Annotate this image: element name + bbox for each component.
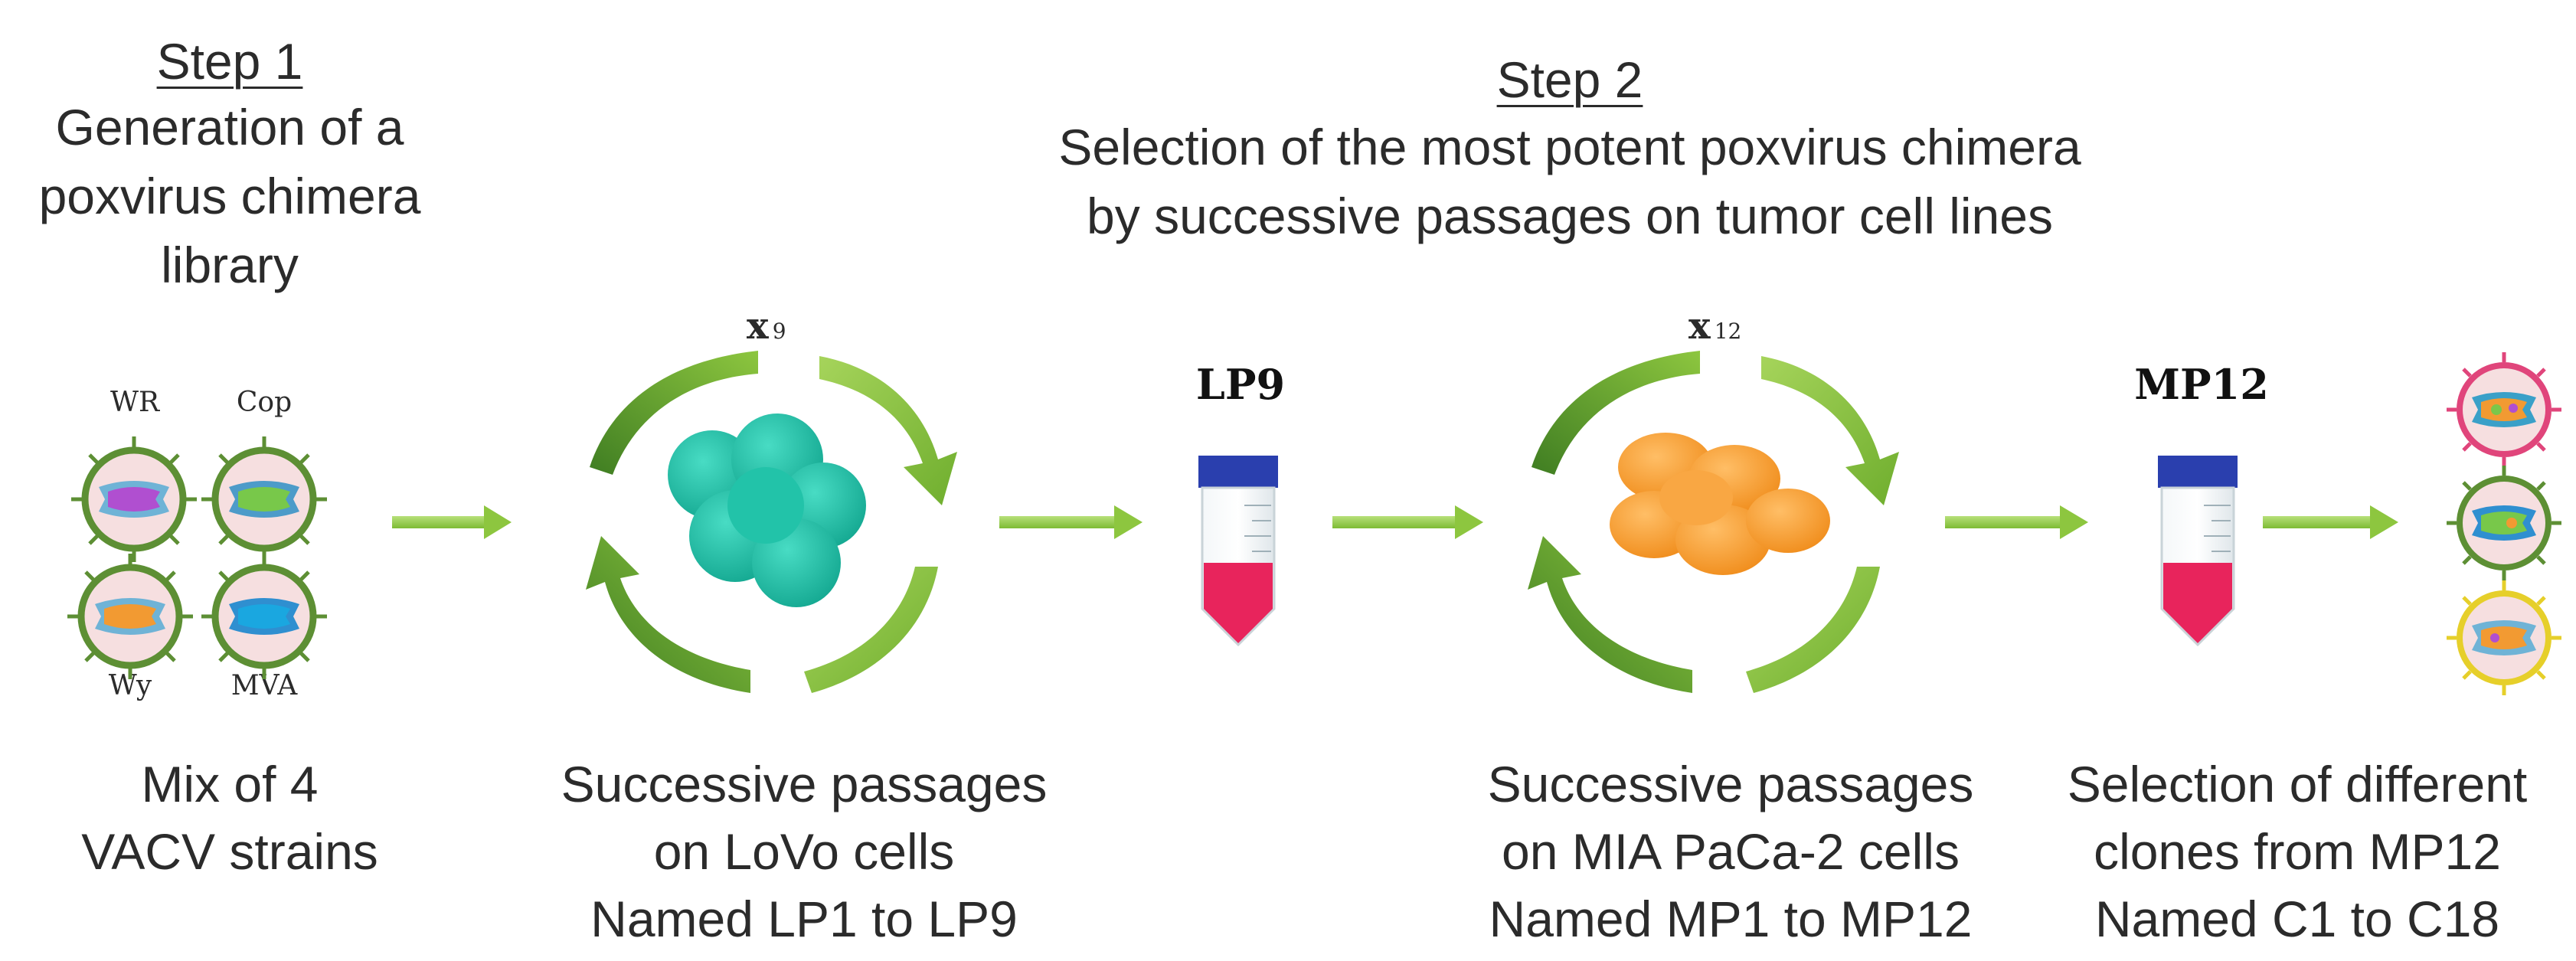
cycle2-x-label: x 12 — [1688, 305, 1811, 348]
arrow-to-mp12 — [1945, 505, 2088, 539]
mp12-tube-icon — [2158, 456, 2238, 647]
cycle2-x-symbol: x — [1688, 305, 1711, 348]
clone-particle-green-icon — [2447, 466, 2561, 580]
cycle1-count: 9 — [772, 319, 786, 344]
virus-wy-icon — [67, 554, 193, 679]
step1-title-line2: poxvirus chimera — [38, 168, 421, 224]
virus-mva-icon — [201, 554, 327, 679]
arrow-to-cycle1 — [392, 505, 512, 539]
mix-caption-line1: Mix of 4 — [141, 756, 319, 812]
cycle1-caption-line3: Named LP1 to LP9 — [590, 891, 1018, 947]
cycle1-caption-line1: Successive passages — [561, 756, 1048, 812]
lovo-cell-cluster-icon — [668, 413, 866, 607]
step2-heading: Step 2 — [1496, 51, 1643, 108]
clone-particle-yellow-icon — [2447, 580, 2561, 695]
arrow-to-lp9 — [999, 505, 1143, 539]
cycle1-x-symbol: x — [747, 305, 769, 348]
cycle2-caption-line3: Named MP1 to MP12 — [1489, 891, 1973, 947]
clone-particle-pink-icon — [2447, 352, 2561, 467]
mia-cell-cluster-icon — [1610, 433, 1830, 575]
step2-title-line2: by successive passages on tumor cell lin… — [1087, 188, 2053, 244]
step2-title-line1: Selection of the most potent poxvirus ch… — [1058, 119, 2081, 175]
virus-cop-icon — [201, 436, 327, 562]
mix-caption-line2: VACV strains — [81, 823, 378, 880]
step1-title-line3: library — [161, 237, 299, 293]
arrow-to-cycle2 — [1332, 505, 1483, 539]
virus-wr-icon — [71, 436, 197, 562]
lp9-tube-icon — [1198, 456, 1278, 647]
step1-title-line1: Generation of a — [55, 99, 404, 155]
cycle2-count: 12 — [1714, 319, 1742, 344]
cycle1-arrows — [586, 351, 957, 693]
tube1-label: LP9 — [1195, 360, 1286, 409]
cycle1-x-label: x 9 — [747, 305, 854, 348]
arrow-to-clones — [2263, 505, 2398, 539]
strain-label-cop: Cop — [236, 387, 293, 418]
cycle1-caption-line2: on LoVo cells — [653, 823, 955, 880]
cycle2-caption-line1: Successive passages — [1487, 756, 1974, 812]
clones-caption-line1: Selection of different — [2067, 756, 2528, 812]
cycle2-arrows — [1528, 351, 1899, 693]
tube2-label: MP12 — [2134, 360, 2269, 409]
clones-caption-line3: Named C1 to C18 — [2094, 891, 2500, 947]
step1-heading: Step 1 — [156, 33, 303, 90]
strain-label-wr: WR — [110, 387, 160, 418]
cycle2-caption-line2: on MIA PaCa-2 cells — [1502, 823, 1960, 880]
clones-caption-line2: clones from MP12 — [2094, 823, 2501, 880]
